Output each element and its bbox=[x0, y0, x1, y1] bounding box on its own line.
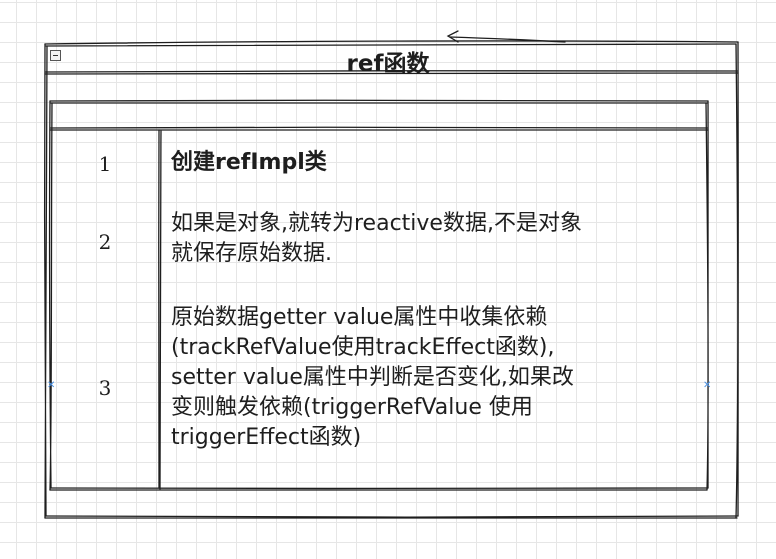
right-resize-handle-icon[interactable]: ✕ bbox=[703, 380, 712, 391]
row-3-line: 变则触发依赖(triggerRefValue 使用 bbox=[171, 395, 533, 420]
outer-frame-right bbox=[735, 41, 739, 519]
inner-frame-left bbox=[48, 100, 53, 491]
row-1-number: 1 bbox=[98, 152, 112, 176]
row-3-line: 原始数据getter value属性中收集依赖 bbox=[171, 305, 548, 330]
inner-frame-top bbox=[49, 99, 709, 104]
row-2-number: 2 bbox=[98, 230, 112, 254]
arrow-line bbox=[449, 36, 566, 43]
inner-frame-bottom bbox=[49, 487, 709, 492]
row-2-line: 如果是对象,就转为reactive数据,不是对象 bbox=[171, 211, 582, 236]
left-resize-handle-icon[interactable]: ✕ bbox=[47, 380, 56, 391]
row-3-line: (trackRefValue使用trackEffect函数), bbox=[171, 335, 555, 360]
outer-frame-left bbox=[43, 43, 48, 519]
row-2-line: 就保存原始数据. bbox=[171, 241, 332, 266]
row-1-text: 创建refImpl类 bbox=[171, 150, 327, 175]
row-2-text: 如果是对象,就转为reactive数据,不是对象 就保存原始数据. bbox=[171, 209, 711, 269]
row-3-text: 原始数据getter value属性中收集依赖 (trackRefValue使用… bbox=[171, 303, 711, 453]
row-3-line: triggerEffect函数) bbox=[171, 425, 362, 450]
arrowhead-icon bbox=[446, 30, 459, 43]
row-3-line: setter value属性中判断是否变化,如果改 bbox=[171, 365, 574, 390]
outer-frame-bottom bbox=[44, 515, 739, 520]
diagram-title: ref函数 bbox=[346, 51, 430, 77]
collapse-minus-icon[interactable] bbox=[50, 50, 61, 61]
row-3-number: 3 bbox=[98, 376, 112, 400]
header-separator bbox=[49, 126, 709, 131]
column-divider bbox=[158, 129, 162, 490]
inner-frame-right bbox=[705, 100, 709, 491]
